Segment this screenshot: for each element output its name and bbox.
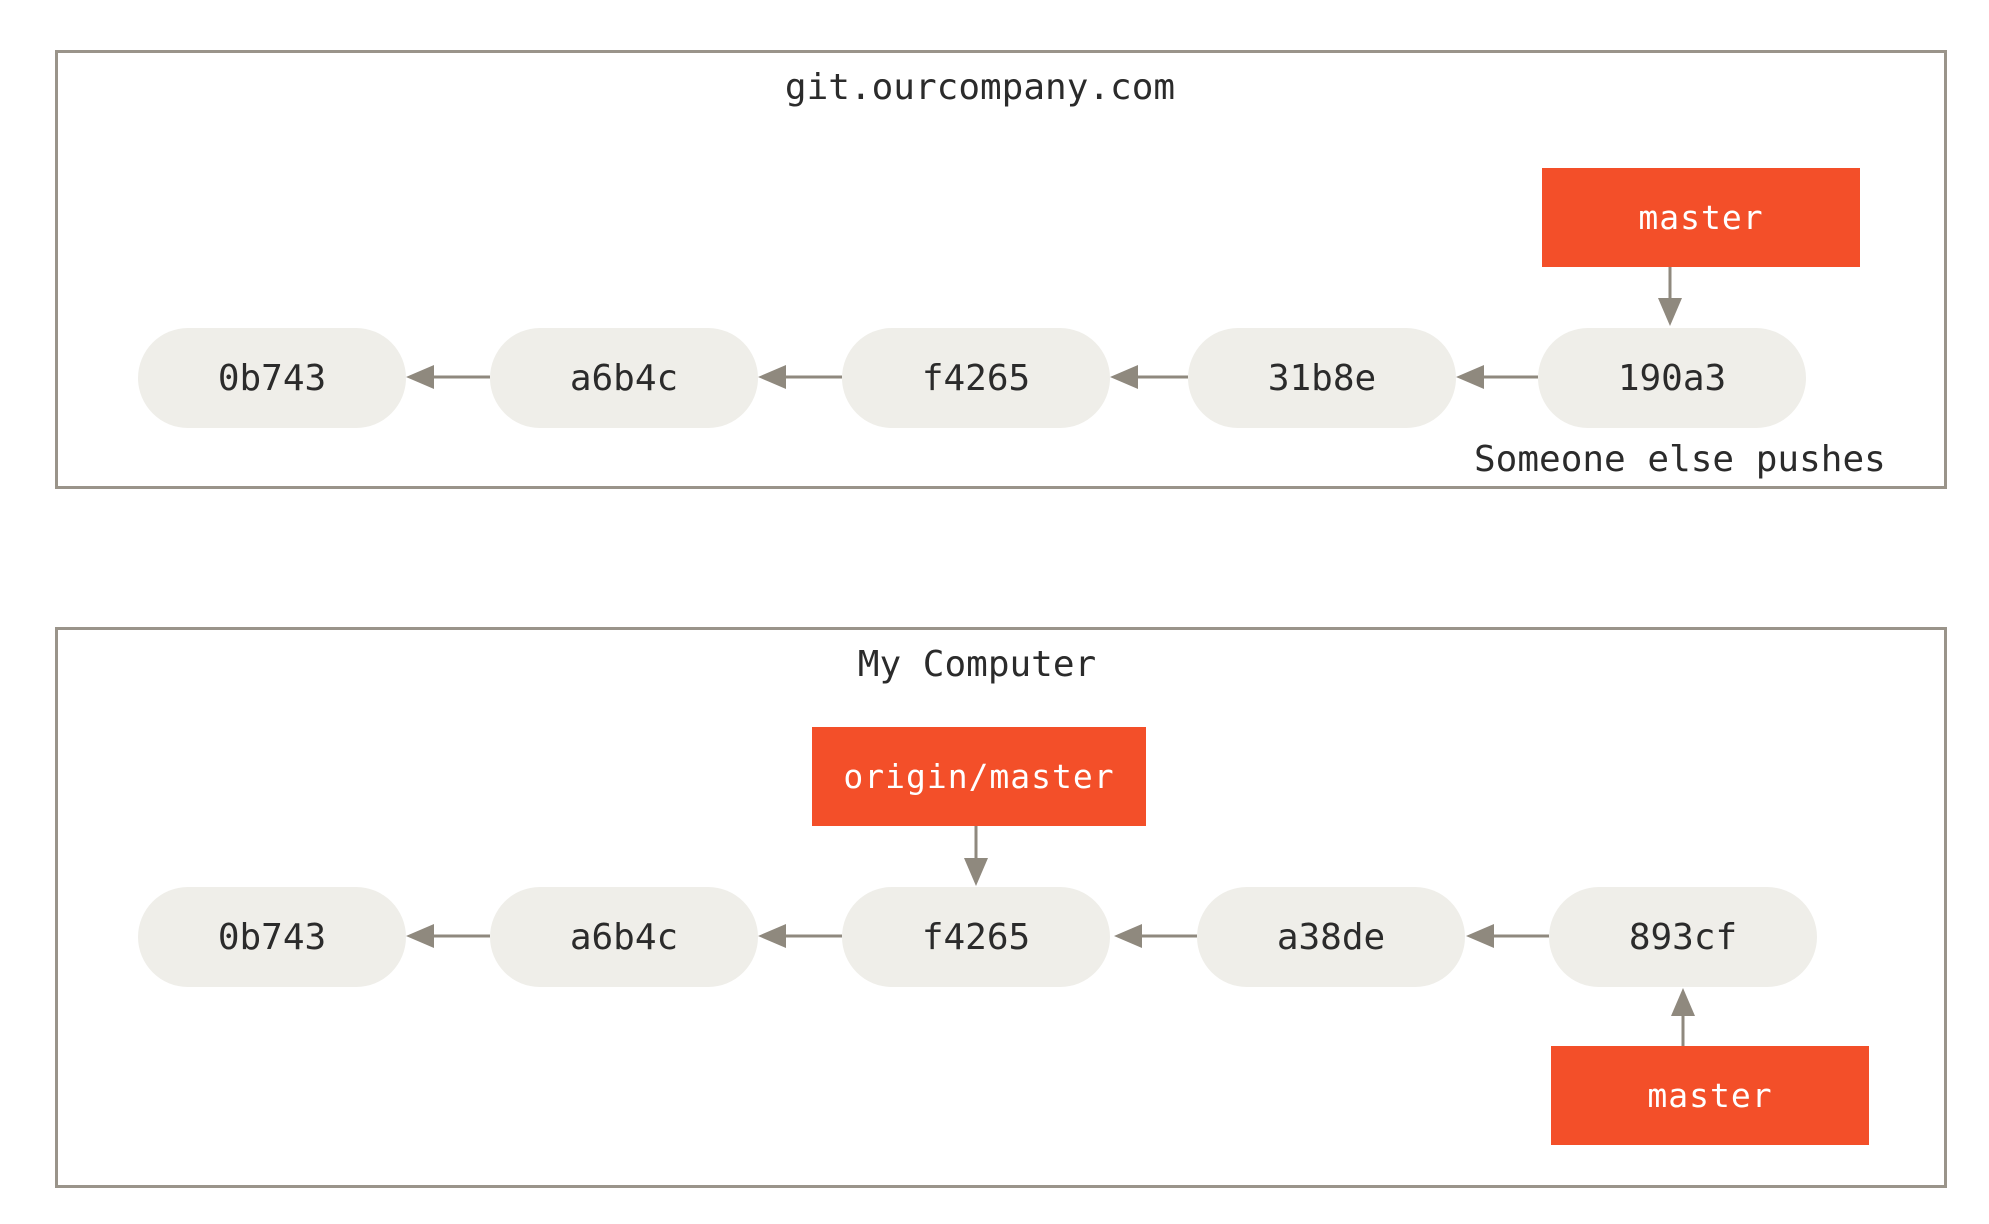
server-master-branch: master [1542,168,1860,267]
origin-master-branch: origin/master [812,727,1146,826]
local-commit-a6b4c: a6b4c [490,887,758,987]
server-commit-0b743: 0b743 [138,328,406,428]
local-master-branch: master [1551,1046,1869,1145]
local-commit-f4265: f4265 [842,887,1110,987]
local-commit-a38de: a38de [1197,887,1465,987]
server-commit-31b8e: 31b8e [1188,328,1456,428]
local-commit-0b743: 0b743 [138,887,406,987]
local-commit-893cf: 893cf [1549,887,1817,987]
server-commit-f4265: f4265 [842,328,1110,428]
remote-panel-title: git.ourcompany.com [784,67,1176,108]
local-panel-title: My Computer [857,644,1097,685]
server-commit-190a3: 190a3 [1538,328,1806,428]
someone-else-pushes-note: Someone else pushes [1474,439,1886,480]
server-commit-a6b4c: a6b4c [490,328,758,428]
